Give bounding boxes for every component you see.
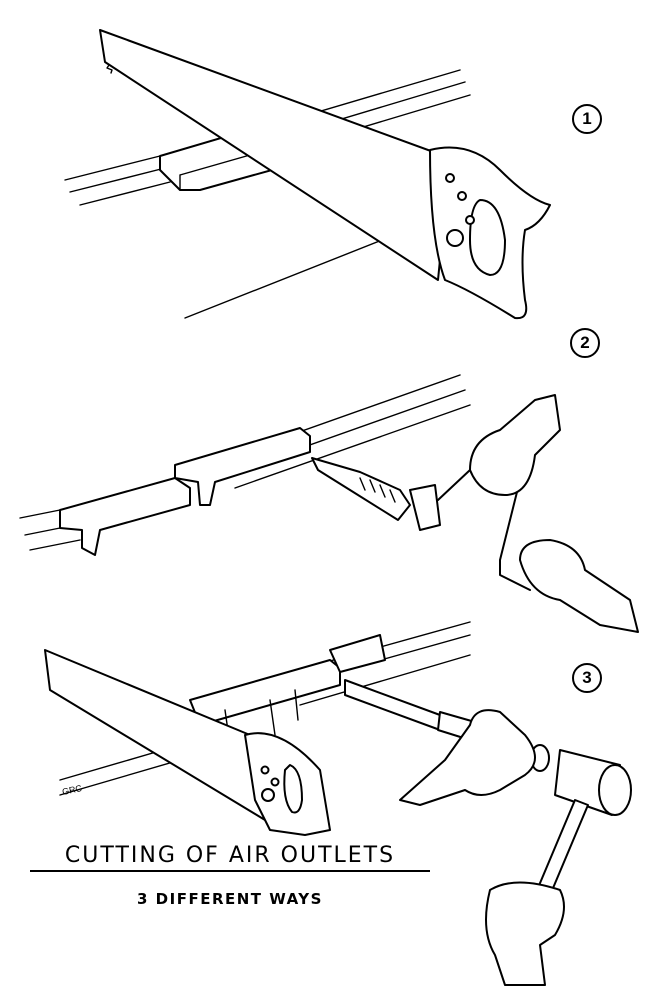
figure-title: CUTTING OF AIR OUTLETS xyxy=(30,843,430,872)
chisel xyxy=(344,679,550,772)
strip-3 xyxy=(59,621,471,796)
strip-2 xyxy=(19,374,471,556)
mallet xyxy=(534,749,632,901)
step-1-label: 1 xyxy=(572,104,602,134)
step-3-label: 3 xyxy=(572,663,602,693)
hands-3 xyxy=(399,709,565,986)
figure-subtitle: 3 DIFFERENT WAYS xyxy=(137,890,323,908)
step-2-label: 2 xyxy=(570,328,600,358)
handsaw-3 xyxy=(44,649,331,836)
hands-2 xyxy=(469,394,639,633)
handsaw-1 xyxy=(99,29,551,320)
